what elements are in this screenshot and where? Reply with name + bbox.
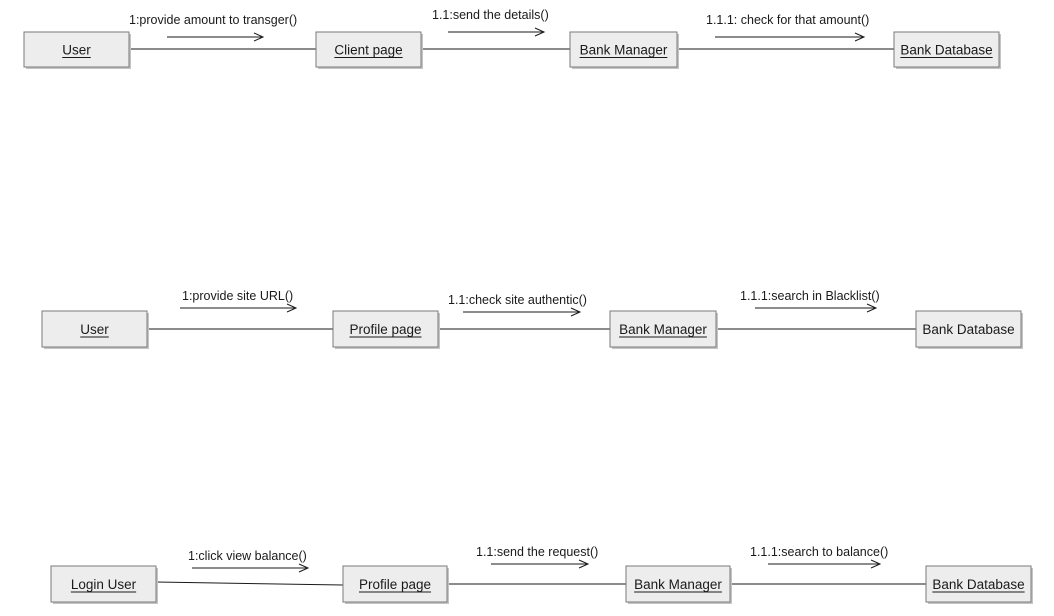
object-label: Bank Database xyxy=(922,322,1014,337)
box-frame xyxy=(23,31,130,68)
object-label: Bank Manager xyxy=(580,43,668,58)
message: 1.1:send the request() xyxy=(476,545,598,569)
arrowhead-icon xyxy=(534,27,546,37)
object-label: Profile page xyxy=(359,577,431,592)
message-label: 1.1:send the request() xyxy=(476,545,598,559)
object-label: Bank Database xyxy=(932,577,1024,592)
object-box[interactable]: Login User xyxy=(50,565,158,604)
message: 1.1.1: check for that amount() xyxy=(706,13,869,42)
message-label: 1:provide amount to transger() xyxy=(129,13,297,27)
arrowhead-icon xyxy=(570,307,582,317)
arrowhead-icon xyxy=(854,32,866,42)
object-box[interactable]: Bank Database xyxy=(925,565,1033,604)
message: 1.1.1:search to balance() xyxy=(750,545,888,569)
box-frame xyxy=(609,310,717,348)
arrowhead-icon xyxy=(866,303,878,313)
link-line xyxy=(155,581,344,586)
object-box[interactable]: Bank Manager xyxy=(569,31,679,69)
object-box[interactable]: Bank Database xyxy=(893,31,1001,69)
object-label: Login User xyxy=(71,577,137,592)
arrowhead-icon xyxy=(870,559,882,569)
object-box[interactable]: Profile page xyxy=(332,310,440,349)
box-frame xyxy=(925,565,1032,603)
message-label: 1.1:send the details() xyxy=(432,8,549,22)
message: 1.1.1:search in Blacklist() xyxy=(740,289,880,313)
object-box[interactable]: Bank Manager xyxy=(609,310,718,349)
object-label: Bank Manager xyxy=(619,322,707,337)
arrowhead-icon xyxy=(578,559,590,569)
message: 1.1:check site authentic() xyxy=(448,293,587,317)
box-frame xyxy=(625,565,731,603)
links-layer xyxy=(129,48,926,586)
message-label: 1.1:check site authentic() xyxy=(448,293,587,307)
object-box[interactable]: Bank Manager xyxy=(625,565,732,604)
arrowhead-icon xyxy=(298,563,310,573)
object-box[interactable]: User xyxy=(23,31,131,69)
object-label: Profile page xyxy=(349,322,421,337)
object-label: User xyxy=(62,43,91,58)
box-frame xyxy=(915,310,1022,348)
box-frame xyxy=(315,31,422,68)
box-frame xyxy=(50,565,157,603)
object-label: User xyxy=(80,322,109,337)
object-box[interactable]: User xyxy=(41,310,149,349)
message: 1:provide amount to transger() xyxy=(129,13,297,42)
object-box[interactable]: Bank Database xyxy=(915,310,1023,349)
box-frame xyxy=(41,310,148,348)
object-box[interactable]: Client page xyxy=(315,31,423,69)
message-label: 1.1.1: check for that amount() xyxy=(706,13,869,27)
message: 1:click view balance() xyxy=(188,549,310,573)
box-frame xyxy=(342,565,448,603)
arrowhead-icon xyxy=(253,32,265,42)
message-label: 1.1.1:search to balance() xyxy=(750,545,888,559)
box-frame xyxy=(332,310,439,348)
message-label: 1:provide site URL() xyxy=(182,289,293,303)
message: 1.1:send the details() xyxy=(432,8,549,37)
object-label: Bank Manager xyxy=(634,577,722,592)
box-frame xyxy=(569,31,678,68)
message-label: 1:click view balance() xyxy=(188,549,307,563)
box-frame xyxy=(893,31,1000,68)
object-box[interactable]: Profile page xyxy=(342,565,449,604)
message: 1:provide site URL() xyxy=(180,289,298,313)
message-label: 1.1.1:search in Blacklist() xyxy=(740,289,880,303)
object-label: Bank Database xyxy=(900,43,992,58)
object-label: Client page xyxy=(334,43,402,58)
messages-layer: 1:provide amount to transger() 1.1:send t… xyxy=(129,8,888,573)
arrowhead-icon xyxy=(286,303,298,313)
